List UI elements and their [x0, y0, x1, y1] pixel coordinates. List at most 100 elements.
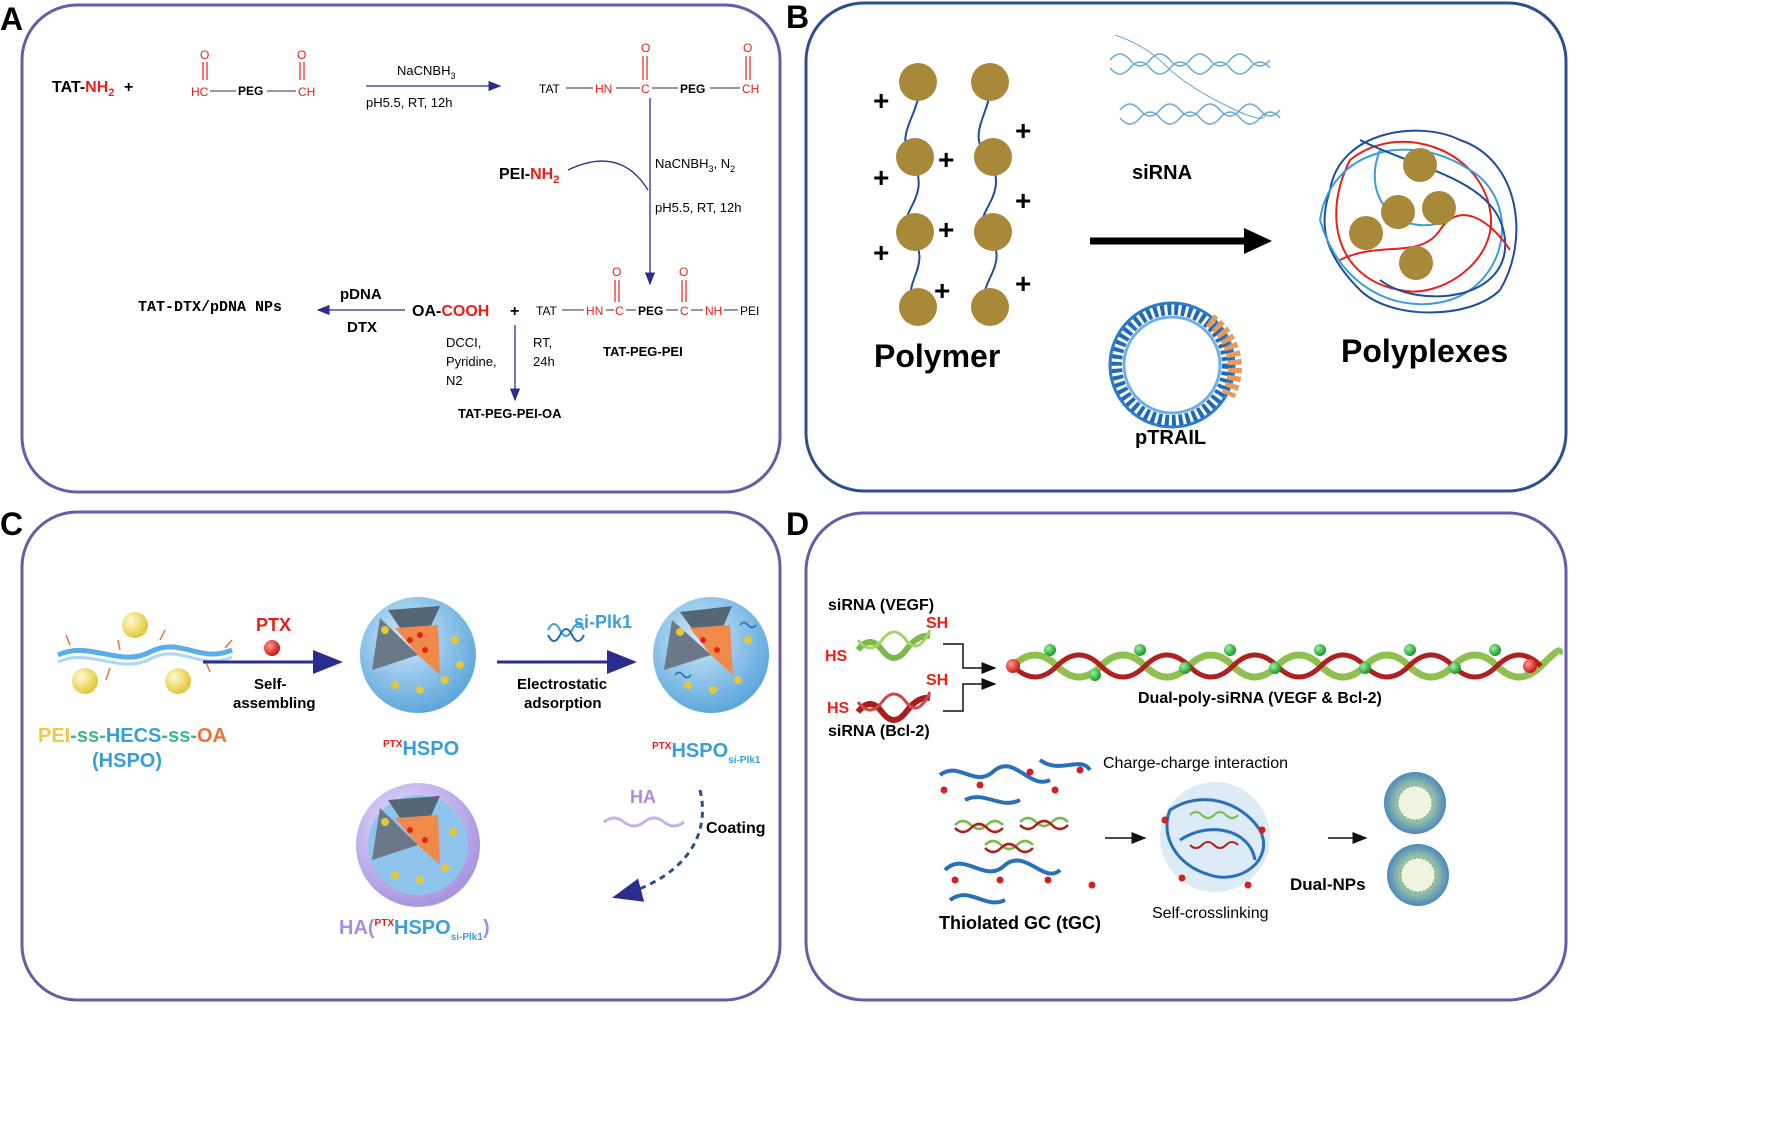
- panel-a: A TAT-NH2 + O HC PEG O CH NaCNBH3 pH5.5,…: [0, 1, 782, 494]
- ptx-hspo-si-plk1-sphere: [653, 597, 769, 713]
- hs-label-1: HS: [825, 648, 848, 665]
- condition-24h: 24h: [533, 354, 555, 369]
- svg-text:PEG: PEG: [638, 304, 663, 318]
- panel-d-border: [804, 511, 1568, 1002]
- svg-text:PEI: PEI: [740, 304, 759, 318]
- ptx-molecule: [264, 640, 280, 656]
- tat-peg-aldehyde: TAT HN C O PEG O CH: [539, 41, 759, 96]
- panel-a-border: [20, 3, 782, 494]
- svg-text:TAT: TAT: [539, 82, 561, 96]
- label-dtx: DTX: [347, 319, 377, 336]
- svg-text:O: O: [612, 265, 621, 279]
- electrostatic-2: adsorption: [524, 695, 602, 712]
- peg-dialdehyde: O HC PEG O CH: [191, 48, 315, 99]
- tat-reactant: TAT-NH2: [52, 79, 114, 99]
- hspo-abbrev: (HSPO): [92, 750, 162, 772]
- svg-text:+: +: [938, 144, 954, 175]
- svg-text:O: O: [679, 265, 688, 279]
- polymer-chains: [896, 63, 1012, 326]
- sh-label-1: SH: [926, 615, 948, 632]
- ptx-hspo-sphere: [360, 597, 476, 713]
- product-label: TAT-DTX/pDNA NPs: [138, 299, 282, 316]
- condition-2: pH5.5, RT, 12h: [655, 200, 741, 215]
- svg-text:PEG: PEG: [238, 84, 263, 98]
- tgc-charges: [940, 766, 1096, 889]
- svg-text:+: +: [938, 214, 954, 245]
- sirna-bcl2-helix: [855, 694, 931, 723]
- panel-d-letter: D: [786, 506, 809, 542]
- panel-b-border: [804, 1, 1568, 493]
- polymer-label: Polymer: [874, 338, 1000, 374]
- si-plk1-label: si-Plk1: [574, 612, 632, 632]
- reagent-nacnbh3: NaCNBH3: [397, 63, 455, 81]
- polyplexes-label: Polyplexes: [1341, 333, 1508, 369]
- panel-a-letter: A: [0, 1, 23, 37]
- panel-c: C PEI-ss-HECS-ss-OA (HSPO) PTX Self- ass…: [0, 506, 782, 1002]
- oa-reactant: OA-COOH: [412, 303, 489, 320]
- plus-sign-1: +: [124, 79, 133, 96]
- label-tat-peg-pei-oa: TAT-PEG-PEI-OA: [458, 406, 562, 421]
- reagent-n2: N2: [446, 373, 463, 388]
- si-plk1-icon: [547, 623, 585, 637]
- svg-text:+: +: [934, 275, 950, 306]
- electrostatic-1: Electrostatic: [517, 676, 607, 693]
- svg-text:HN: HN: [595, 82, 612, 96]
- svg-text:O: O: [200, 48, 209, 62]
- pei-reactant: PEI-NH2: [499, 166, 559, 186]
- charge-interaction-label: Charge-charge interaction: [1103, 755, 1288, 772]
- plus-charges: + + + + + + + + +: [873, 85, 1031, 306]
- panel-b-letter: B: [786, 0, 809, 35]
- hs-label-2: HS: [827, 700, 850, 717]
- panel-d: D siRNA (VEGF) HS SH HS SH siRNA (Bcl-2)…: [786, 506, 1568, 1002]
- sirna-fragments: [954, 816, 1069, 854]
- svg-text:O: O: [641, 41, 650, 55]
- hspo-polymer: [56, 612, 233, 694]
- bracket-arrow-top: [943, 643, 997, 674]
- dual-poly-label: Dual-poly-siRNA (VEGF & Bcl-2): [1138, 690, 1382, 707]
- hspo-full-name: PEI-ss-HECS-ss-OA: [38, 725, 227, 747]
- ha-coated-sphere: [356, 783, 480, 907]
- self-assembling-2: assembling: [233, 695, 316, 712]
- panel-b: B + + + + + + + + + Polymer: [786, 0, 1568, 493]
- ha-label: HA: [630, 787, 656, 807]
- svg-text:O: O: [743, 41, 752, 55]
- ptrail-plasmid: [1108, 301, 1242, 429]
- self-crosslinking-label: Self-crosslinking: [1152, 905, 1268, 922]
- svg-text:+: +: [1015, 185, 1031, 216]
- ha-ptx-hspo-si-plk1-label: HA(PTXHSPOsi-Plk1): [339, 917, 490, 943]
- label-pdna: pDNA: [340, 286, 382, 303]
- self-assembling-1: Self-: [254, 676, 287, 693]
- coating-arrow: [612, 789, 704, 902]
- svg-text:CH: CH: [298, 85, 315, 99]
- bracket-arrow-bottom: [943, 678, 997, 712]
- svg-text:+: +: [873, 85, 889, 116]
- svg-text:HN: HN: [586, 304, 603, 318]
- polyplex-graphic: [1318, 129, 1518, 314]
- svg-text:TAT: TAT: [536, 304, 558, 318]
- dual-poly-sirna-chain: [1006, 644, 1564, 681]
- plus-sign-2: +: [510, 303, 519, 320]
- svg-text:+: +: [873, 162, 889, 193]
- sh-label-2: SH: [926, 672, 948, 689]
- panel-c-letter: C: [0, 506, 23, 542]
- crosslinked-network: [1160, 782, 1270, 892]
- ptx-label: PTX: [256, 615, 291, 635]
- reagent-2: NaCNBH3, N2: [655, 156, 735, 174]
- label-tat-peg-pei: TAT-PEG-PEI: [603, 344, 683, 359]
- tat-peg-pei-structure: TAT HN C O PEG C O NH PEI: [536, 265, 759, 318]
- sirna-graphic: [1109, 34, 1281, 125]
- condition-1: pH5.5, RT, 12h: [366, 95, 452, 110]
- coating-label: Coating: [706, 820, 766, 837]
- svg-text:C: C: [641, 82, 650, 96]
- dual-nps: [1384, 772, 1449, 906]
- svg-text:+: +: [1015, 268, 1031, 299]
- dual-nps-label: Dual-NPs: [1290, 875, 1366, 894]
- svg-text:CH: CH: [742, 82, 759, 96]
- svg-text:PEG: PEG: [680, 82, 705, 96]
- svg-text:C: C: [615, 304, 624, 318]
- sirna-bcl2-label: siRNA (Bcl-2): [828, 723, 930, 740]
- tgc-strands: [938, 758, 1092, 905]
- reagent-pyridine: Pyridine,: [446, 354, 497, 369]
- pei-merge-arc: [567, 160, 649, 191]
